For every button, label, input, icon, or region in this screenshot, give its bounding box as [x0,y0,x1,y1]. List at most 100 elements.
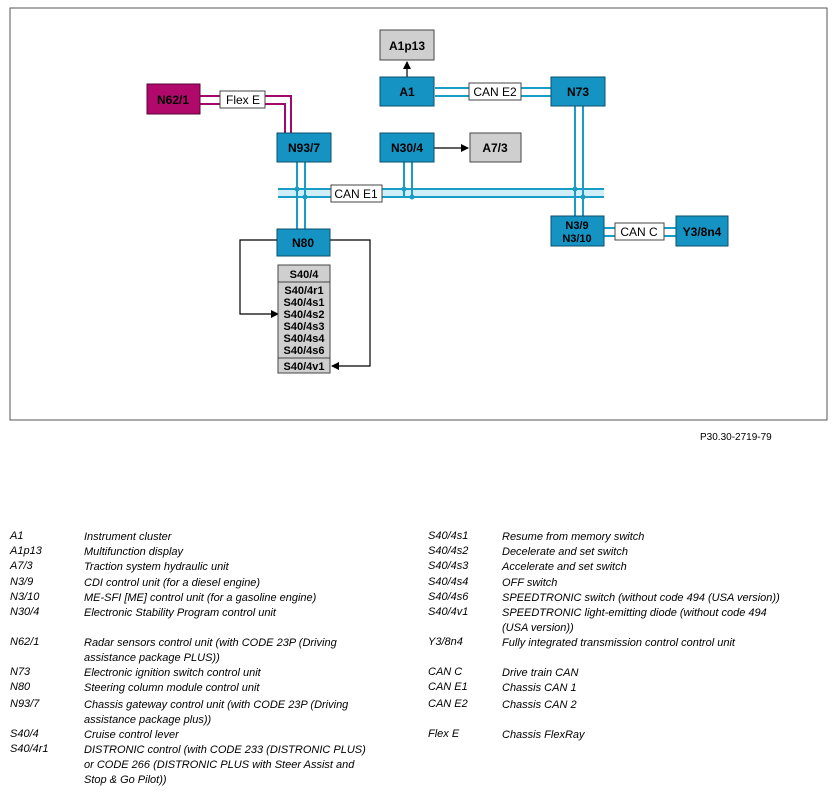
legend-code: S40/4v1 [428,606,469,618]
node-n30-4-label: N30/4 [391,141,423,155]
diagram-frame [9,7,828,421]
legend-code: S40/4s2 [428,545,469,557]
node-n3-10-label: N3/10 [562,233,591,245]
node-n93-7-box [276,132,332,163]
can-e1-bus-line [278,188,604,198]
node-s40-4s4-label: S40/4s4 [284,333,326,345]
node-a7-3-label: A7/3 [482,141,508,155]
s40-4-group: S40/4 S40/4r1 S40/4s1 S40/4s2 S40/4s3 S4… [277,264,331,374]
legend-description: Traction system hydraulic unit [84,561,229,573]
legend-code: N80 [10,681,31,693]
legend-code: A1p13 [10,545,42,557]
legend-code: Y3/8n4 [428,636,463,648]
node-a1p13-label: A1p13 [389,39,425,53]
legend-description: Decelerate and set switch [502,546,628,558]
legend-description: Chassis FlexRay [502,729,585,741]
legend-description: Electronic ignition switch control unit [84,667,261,679]
legend-description: Instrument cluster [84,531,172,543]
legend-description: Stop & Go Pilot)) [84,774,167,786]
node-n3-9-box [550,215,605,247]
legend-description: Radar sensors control unit (with CODE 23… [84,637,337,649]
legend-code: N3/9 [10,576,34,588]
legend-description: Cruise control lever [84,729,179,741]
legend-code: CAN C [428,666,463,678]
node-s40-4v1-box [277,357,331,374]
legend-description: CDI control unit (for a diesel engine) [84,577,261,589]
legend-code: N3/10 [10,591,40,603]
legend-code: S40/4 [10,728,39,740]
bus-can-e1-tag [330,184,383,203]
legend-description: assistance package PLUS)) [84,652,220,664]
node-s40-4s6-label: S40/4s6 [284,345,325,357]
legend-code: N73 [10,666,31,678]
node-n62-1-box [146,83,201,115]
bus-can-e2-tag [468,82,522,101]
node-s40-4s2-label: S40/4s2 [284,309,325,321]
legend-code: S40/4s3 [428,560,469,572]
legend-description: Chassis CAN 1 [502,682,577,694]
node-n80-label: N80 [292,236,314,250]
legend-description: SPEEDTRONIC light-emitting diode (withou… [502,607,767,619]
legend-code: A1 [10,530,24,542]
node-s40-4v1-label: S40/4v1 [284,361,325,373]
node-n73-box [550,76,606,107]
node-n30-4-box [379,132,435,163]
legend-description: ME-SFI [ME] control unit (for a gasoline… [84,592,317,604]
legend-code: S40/4s4 [428,576,469,588]
node-n93-7-label: N93/7 [288,141,320,155]
bus-can-c-tag [614,222,665,241]
bus-can-e1-label: CAN E1 [334,187,378,201]
node-n80-box [276,228,331,257]
node-a7-3-box [469,132,522,163]
bus-flex-e-tag [219,90,266,109]
node-a1p13-box [379,29,435,61]
node-n3-9-label: N3/9 [565,220,588,232]
n30-4-can-link [403,162,413,198]
legend-code: S40/4s6 [428,591,469,603]
arrow-n80-to-s40-4v1 [330,239,371,370]
node-s40-4r1-label: S40/4r1 [284,285,323,297]
legend-description: Chassis CAN 2 [502,699,577,711]
arrow-n80-to-s40-4 [239,239,279,318]
legend-code: N30/4 [10,606,40,618]
node-y3-8n4-label: Y3/8n4 [683,225,722,239]
legend-code: CAN E1 [428,681,468,693]
network-diagram: A1p13 A7/3 A1 N73 N62/1 N93/7 N30/4 N3/9… [9,7,828,421]
legend-description: DISTRONIC control (with CODE 233 (DISTRO… [84,744,366,756]
node-y3-8n4-box [675,215,729,247]
legend-description: (USA version)) [502,622,574,634]
node-s40-4s3-label: S40/4s3 [284,321,325,333]
legend-code: CAN E2 [428,698,468,710]
bus-can-c-label: CAN C [620,225,658,239]
legend-description: Multifunction display [84,546,184,558]
legend-description: or CODE 266 (DISTRONIC PLUS with Steer A… [84,759,355,771]
node-n73-label: N73 [567,85,589,99]
bus-can-e2-label: CAN E2 [473,85,517,99]
n3-9-can-link [574,106,584,216]
legend-description: SPEEDTRONIC switch (without code 494 (US… [502,592,780,604]
node-s40-4-label: S40/4 [290,269,320,281]
figure-reference: P30.30-2719-79 [700,432,772,443]
legend-description: Electronic Stability Program control uni… [84,607,276,619]
legend-description: Fully integrated transmission control co… [502,637,735,649]
legend-code: N93/7 [10,698,40,710]
legend-description: Steering column module control unit [84,682,260,694]
legend-code: N62/1 [10,636,40,648]
node-s40-4s1-label: S40/4s1 [284,297,325,309]
legend-description: Drive train CAN [502,667,579,679]
legend-description: Accelerate and set switch [502,561,627,573]
legend-code: S40/4r1 [10,743,49,755]
legend-code: Flex E [428,728,460,740]
legend-description: assistance package plus)) [84,714,212,726]
node-n62-1-label: N62/1 [157,93,189,107]
legend-code: A7/3 [10,560,33,572]
legend-description: OFF switch [502,577,558,589]
node-a1-label: A1 [399,85,415,99]
bus-junction-dots [294,186,586,200]
legend-description: Resume from memory switch [502,531,645,543]
legend-description: Chassis gateway control unit (with CODE … [84,699,349,711]
bus-flex-e-label: Flex E [226,93,260,107]
node-a1-box [379,76,435,107]
